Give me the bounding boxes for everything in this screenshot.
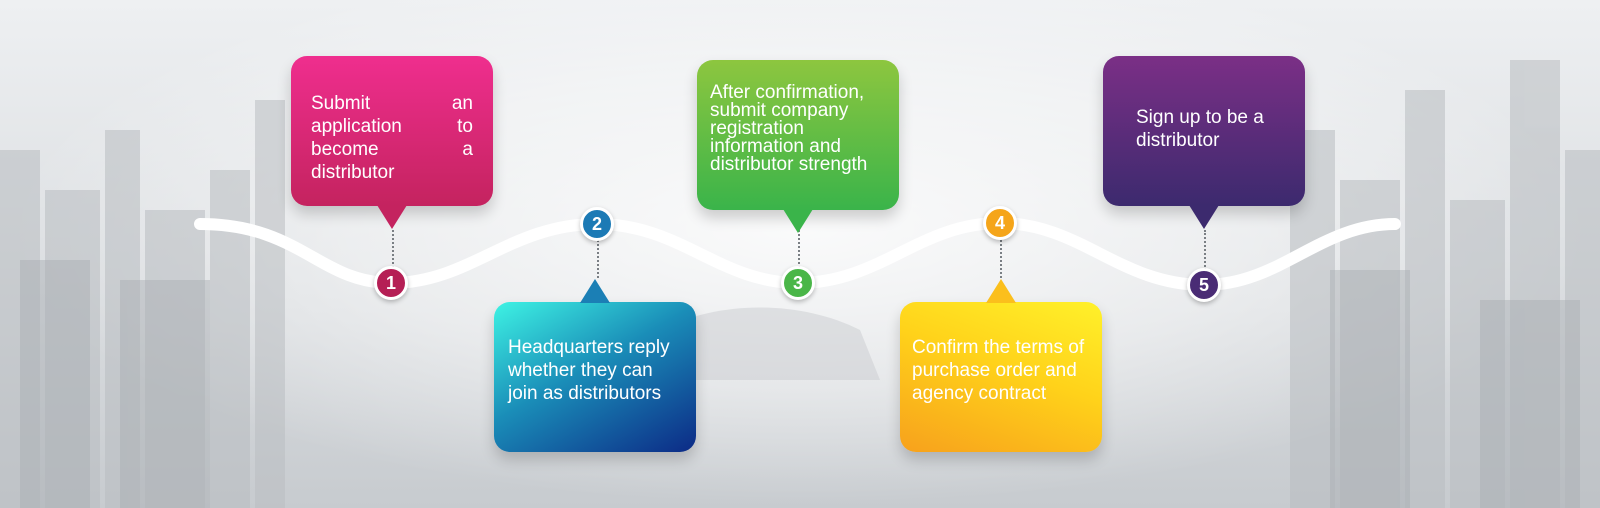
step-1-text: Submit an application to become a distri… (311, 93, 473, 183)
step-4-card: Confirm the terms of purchase order and … (900, 279, 1102, 452)
step-4-pointer (986, 279, 1016, 303)
step-1-card: Submit an application to become a distri… (291, 56, 493, 229)
step-1-pointer (377, 205, 407, 229)
step-2-text: Headquarters reply whether they can join… (508, 337, 670, 404)
step-5-card: Sign up to be a distributor (1103, 56, 1305, 229)
step-4-text: Confirm the terms of purchase order and … (912, 337, 1085, 404)
step-3-badge: 3 (781, 266, 815, 300)
step-4-badge: 4 (983, 206, 1017, 240)
step-2-badge: 2 (580, 207, 614, 241)
connector-2 (597, 240, 599, 278)
step-3-card: After confirmation, submit company regis… (697, 60, 899, 233)
step-1-badge: 1 (374, 266, 408, 300)
step-2-pointer (580, 279, 610, 303)
step-5-pointer (1189, 205, 1219, 229)
connector-5 (1204, 230, 1206, 270)
connector-1 (392, 230, 394, 268)
step-5-text: Sign up to be a distributor (1136, 107, 1264, 151)
step-3-text: After confirmation, submit company regis… (710, 82, 868, 175)
step-2-card: Headquarters reply whether they can join… (494, 279, 696, 452)
step-3-pointer (783, 209, 813, 233)
step-5-badge: 5 (1187, 268, 1221, 302)
connector-3 (798, 230, 800, 268)
connector-4 (1000, 240, 1002, 278)
